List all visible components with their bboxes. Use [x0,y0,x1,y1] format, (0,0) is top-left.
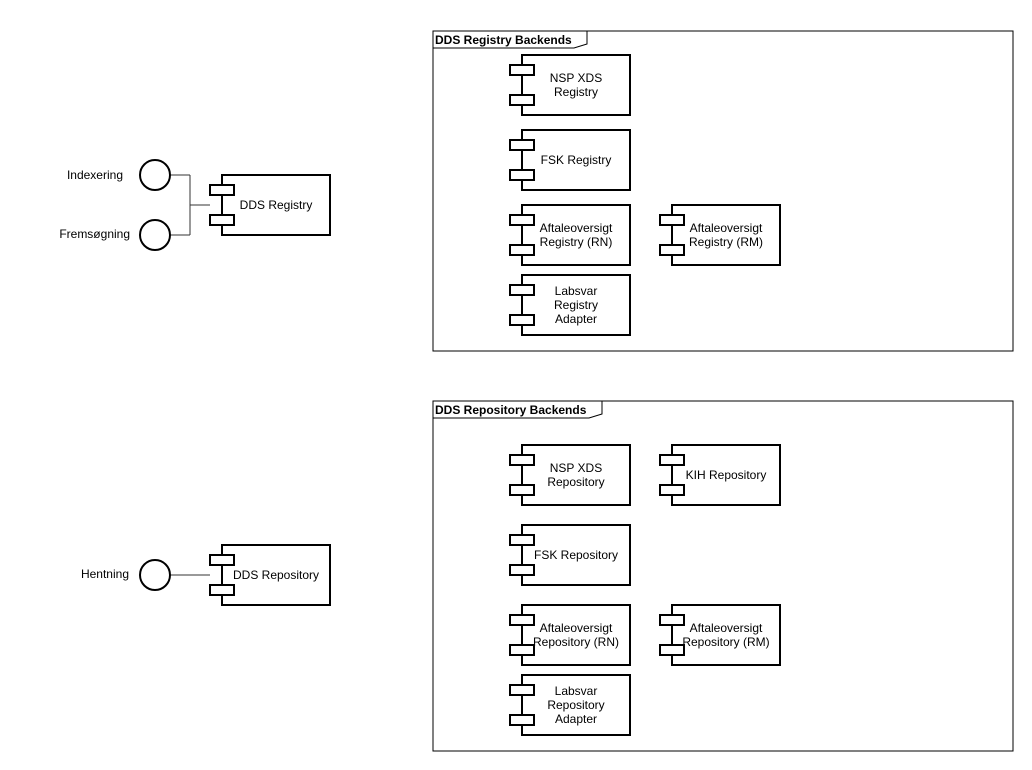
component-kih-repository[interactable]: KIH Repository [659,444,781,506]
component-port-icon [659,214,685,226]
component-port-icon [509,94,535,106]
frame-tab [432,400,603,419]
component-body [671,604,781,666]
frame-tab [432,30,588,49]
frame-border [432,400,1014,752]
component-fsk-repository[interactable]: FSK Repository [509,524,631,586]
component-label-line: DDS Registry [240,198,313,212]
component-fsk-registry[interactable]: FSK Registry [509,129,631,191]
component-body [521,274,631,336]
component-port-icon [509,714,535,726]
interface-circle-icon [139,159,171,191]
frame-title: DDS Repository Backends [435,403,587,417]
component-dds-registry[interactable]: DDS Registry [209,174,331,236]
component-label-line: Repository [547,475,604,489]
component-port-icon [509,64,535,76]
component-body [671,204,781,266]
component-port-icon [509,564,535,576]
interface-fremsoegning[interactable]: Fremsøgning [59,219,171,251]
component-body [521,54,631,116]
component-port-icon [509,614,535,626]
component-port-icon [509,484,535,496]
component-label-line: Adapter [555,312,597,326]
component-body [521,444,631,506]
component-dds-repository[interactable]: DDS Repository [209,544,331,606]
component-body [221,544,331,606]
component-port-icon [509,314,535,326]
component-label-line: Aftaleoversigt [690,621,763,635]
interface-connectors [170,174,210,576]
component-label-line: Repository (RM) [682,635,769,649]
component-port-icon [509,684,535,696]
interface-circle-icon [139,219,171,251]
component-label-line: NSP XDS [550,71,602,85]
component-body [521,204,631,266]
repository-backends-frame: DDS Repository Backends [432,400,1014,752]
component-label-line: Labsvar [555,284,598,298]
component-label-line: Adapter [555,712,597,726]
interface-hentning[interactable]: Hentning [81,559,171,591]
component-label-line: Registry (RN) [540,235,613,249]
registry-backends-frame: DDS Registry Backends [432,30,1014,352]
interface-label: Fremsøgning [59,227,130,241]
component-body [521,129,631,191]
component-label-line: Labsvar [555,684,598,698]
interface-label: Hentning [81,567,129,581]
component-label-line: Registry [554,298,598,312]
component-label-line: Aftaleoversigt [540,621,613,635]
component-body [521,674,631,736]
component-port-icon [659,644,685,656]
component-label-line: DDS Repository [233,568,319,582]
frame-title: DDS Registry Backends [435,33,572,47]
interface-indexering[interactable]: Indexering [67,159,171,191]
component-port-icon [509,534,535,546]
component-label-line: Aftaleoversigt [540,221,613,235]
component-label-line: Registry (RM) [689,235,763,249]
component-label-line: Repository [547,698,604,712]
component-label-line: FSK Repository [534,548,618,562]
component-port-icon [659,614,685,626]
component-body [671,444,781,506]
component-port-icon [209,554,235,566]
component-port-icon [509,454,535,466]
frame-border [432,30,1014,352]
component-port-icon [509,244,535,256]
interface-label: Indexering [67,168,123,182]
component-label-line: Repository (RN) [533,635,619,649]
component-body [221,174,331,236]
component-port-icon [509,169,535,181]
component-port-icon [209,214,235,226]
component-body [521,524,631,586]
component-label-line: KIH Repository [686,468,767,482]
component-port-icon [209,584,235,596]
component-port-icon [209,184,235,196]
component-body [521,604,631,666]
component-port-icon [509,644,535,656]
component-label-line: Registry [554,85,598,99]
component-port-icon [659,484,685,496]
component-label-line: NSP XDS [550,461,602,475]
component-port-icon [509,284,535,296]
component-label-line: FSK Registry [541,153,612,167]
component-port-icon [509,139,535,151]
component-port-icon [659,454,685,466]
interface-circle-icon [139,559,171,591]
component-label-line: Aftaleoversigt [690,221,763,235]
component-port-icon [509,214,535,226]
component-port-icon [659,244,685,256]
